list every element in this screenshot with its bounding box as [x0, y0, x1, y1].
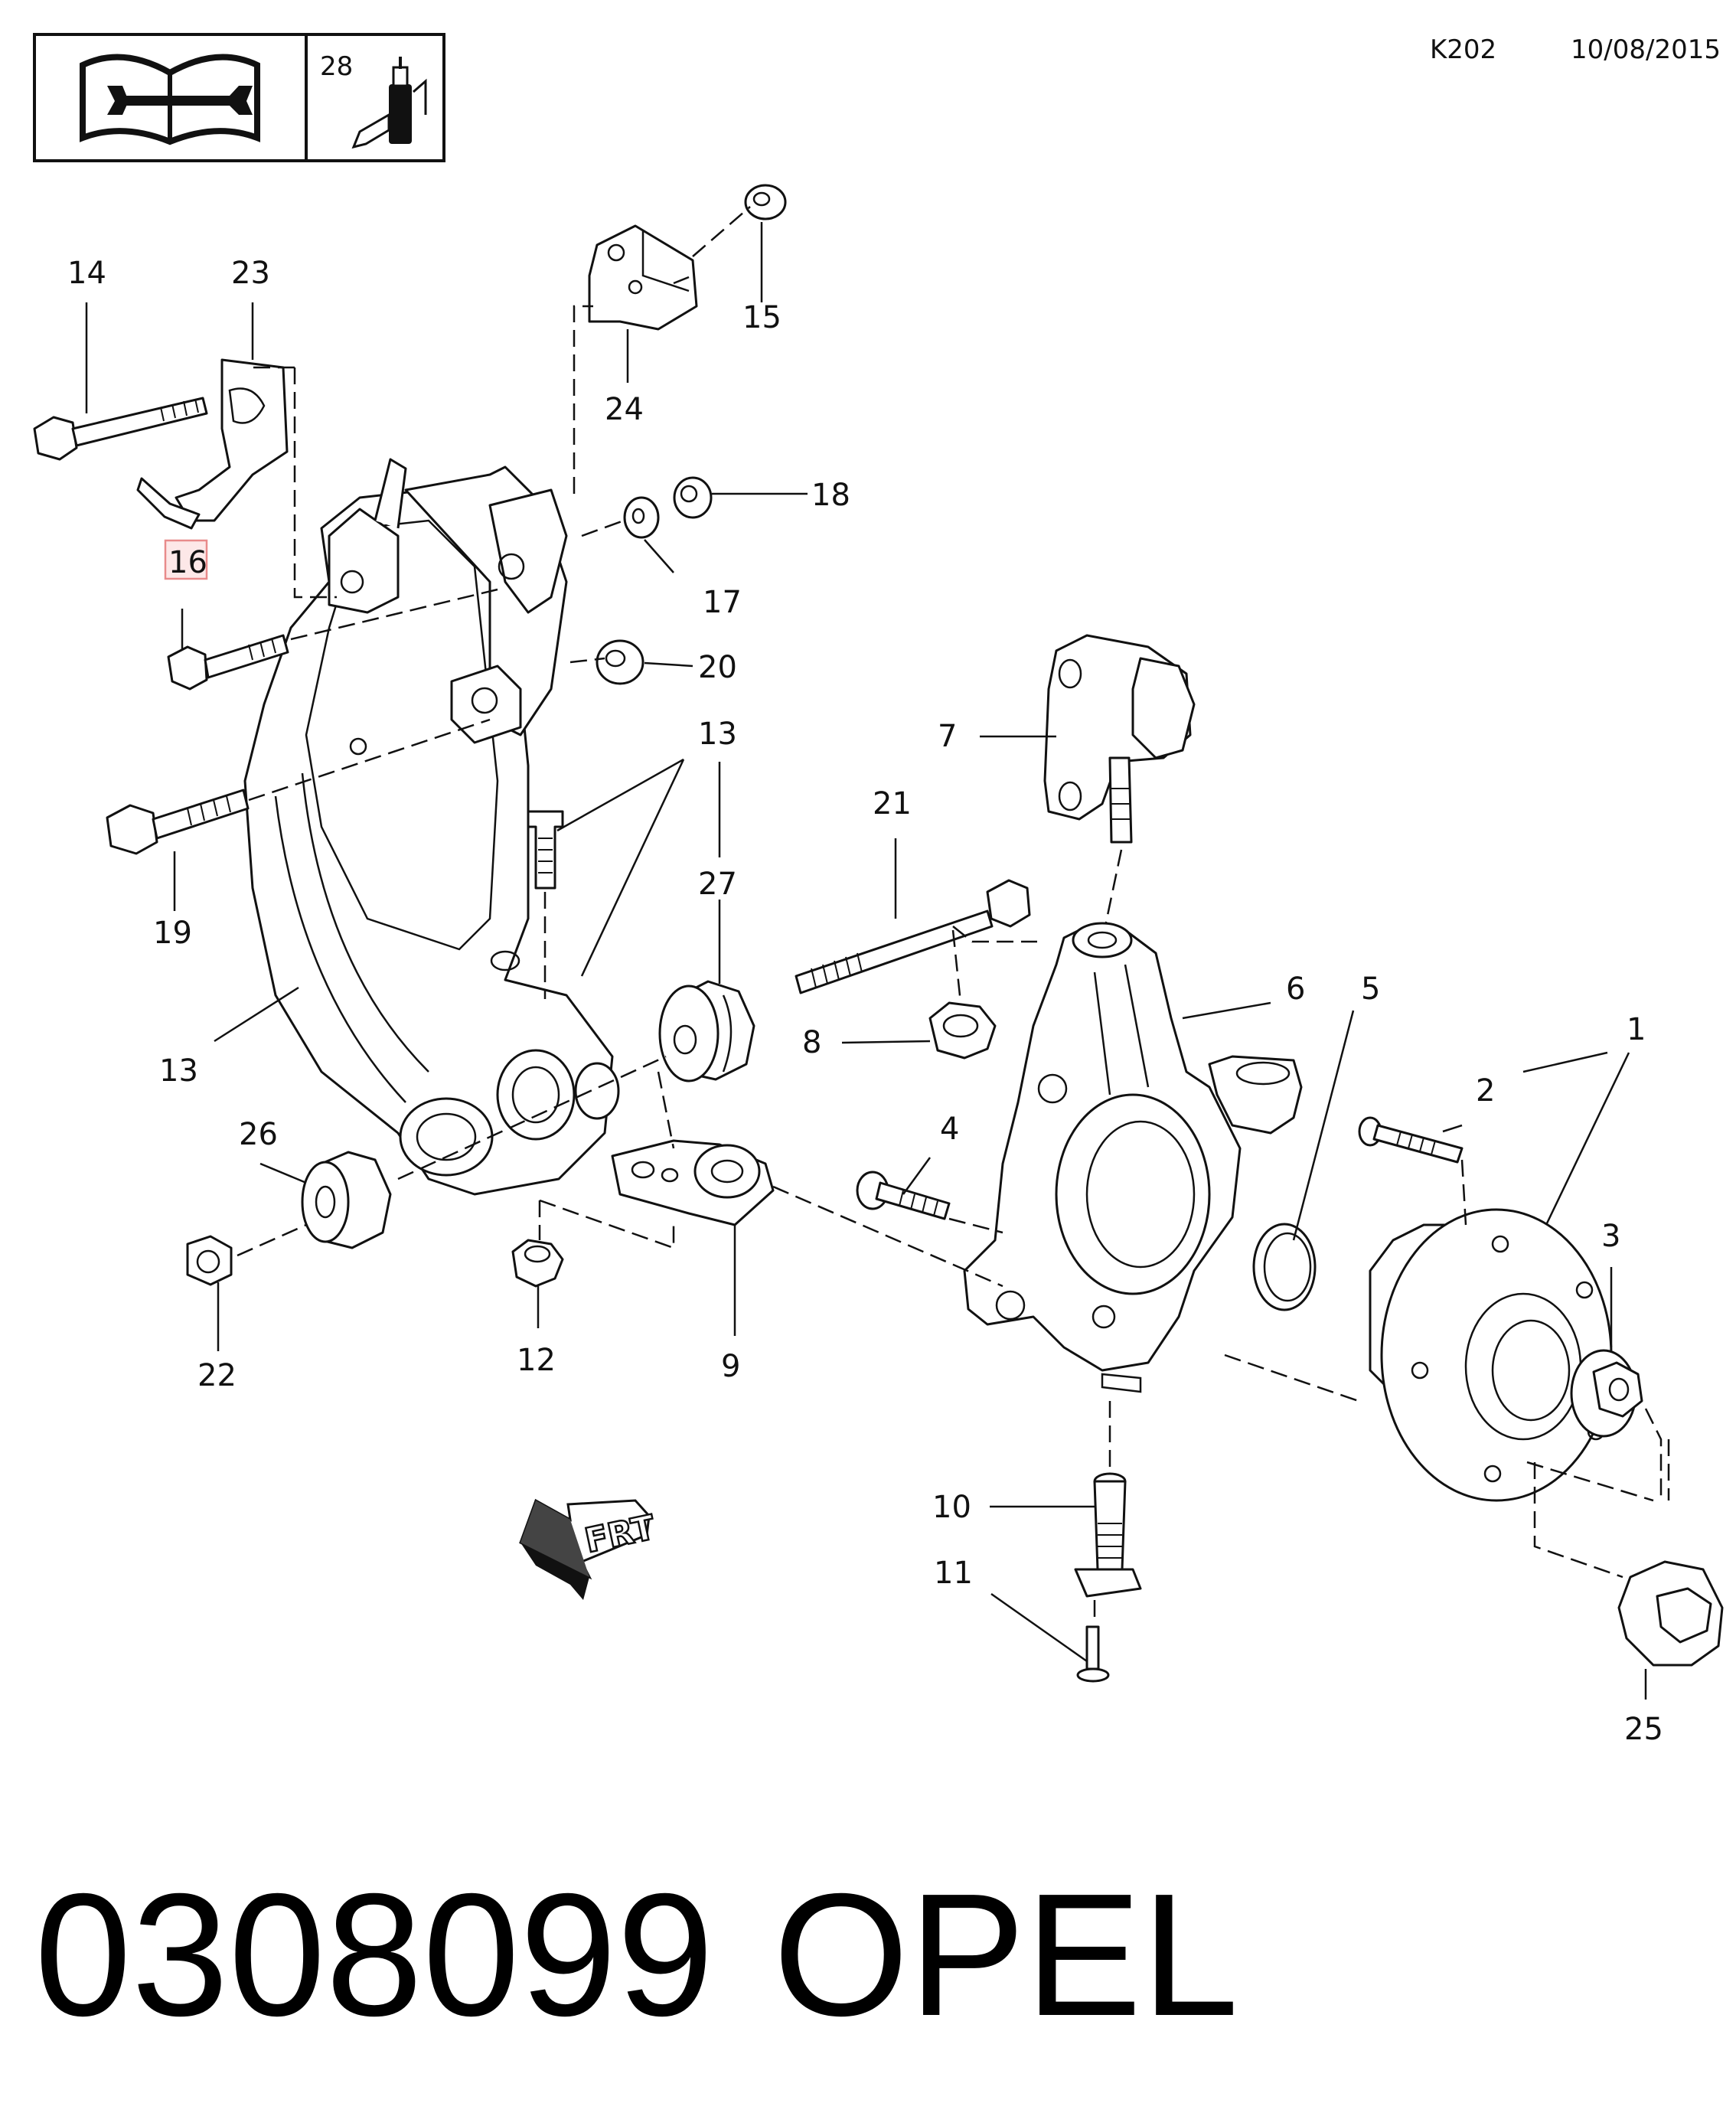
clip-23: [136, 358, 289, 530]
callout-2: 2: [1476, 1073, 1495, 1109]
bolt-19: [106, 789, 250, 855]
callout-11: 11: [934, 1556, 973, 1591]
front-arrow-icon: FRT: [519, 1498, 660, 1600]
brand-name: OPEL: [773, 1858, 1238, 2052]
screw-11: [1076, 1625, 1110, 1683]
callout-27: 27: [698, 867, 737, 902]
callout-17: 17: [703, 585, 742, 620]
steering-knuckle-6: [963, 922, 1303, 1393]
washer-17: [623, 496, 660, 539]
callout-5: 5: [1361, 971, 1380, 1007]
link-bracket-9: [611, 1139, 775, 1226]
callout-20: 20: [698, 650, 737, 685]
ball-joint-7: [1043, 634, 1196, 844]
callout-1: 1: [1627, 1012, 1646, 1047]
callout-6: 6: [1286, 971, 1305, 1007]
legend-number: 28: [320, 51, 353, 82]
bolt-14: [33, 397, 208, 461]
highlight-box-16: [164, 539, 208, 580]
callout-22: 22: [197, 1358, 237, 1393]
callout-21: 21: [873, 786, 912, 821]
callout-3: 3: [1601, 1219, 1620, 1254]
bolt-21: [795, 879, 1031, 994]
callout-13-upper: 13: [698, 717, 737, 752]
leader-lines: [85, 222, 1647, 1700]
callout-7: 7: [938, 719, 957, 754]
wheel-stud-2: [1358, 1116, 1464, 1164]
legend-box: 28: [33, 33, 445, 162]
callout-16: 16: [168, 545, 207, 580]
callout-19: 19: [153, 916, 192, 951]
callout-24: 24: [605, 392, 644, 427]
bolt-16: [167, 634, 289, 691]
callout-23: 23: [231, 256, 270, 291]
bracket-24: [588, 224, 698, 331]
bushing-27: [658, 980, 755, 1082]
stud-13: [527, 810, 564, 890]
nut-18: [673, 476, 713, 519]
manual-wrench-icon: [80, 54, 260, 145]
part-number: 0308099: [34, 1858, 714, 2052]
callout-8: 8: [802, 1025, 821, 1060]
nut-15: [744, 184, 787, 220]
bushing-26: [301, 1151, 392, 1249]
callout-10: 10: [932, 1490, 971, 1525]
axle-nut-3: [1570, 1349, 1643, 1438]
diagram-date: 10/08/2015: [1571, 34, 1721, 65]
callout-14: 14: [67, 256, 106, 291]
callout-13-lower: 13: [159, 1053, 198, 1089]
assembly-lines: [237, 206, 1670, 1623]
callout-labels: 1 2 3 4 5 6 7 8 9 10 11 12 13 13 14 15 1…: [67, 256, 1663, 1747]
flange-nut-8: [928, 1001, 997, 1060]
callout-4: 4: [940, 1112, 959, 1147]
adhesive-bottle-icon: [351, 57, 427, 149]
callout-15: 15: [742, 300, 782, 335]
bolt-4: [856, 1171, 951, 1220]
callout-9: 9: [721, 1349, 740, 1384]
lower-control-arm: [243, 488, 620, 1196]
flange-nut-12: [511, 1239, 564, 1288]
callout-26: 26: [239, 1117, 278, 1152]
nut-20: [596, 639, 644, 685]
wheel-hub-1: [1369, 1208, 1613, 1502]
callout-18: 18: [811, 478, 850, 513]
dust-cap-25: [1617, 1560, 1724, 1667]
callout-25: 25: [1624, 1712, 1663, 1747]
diagram-code: K202: [1430, 34, 1496, 65]
nut-22: [186, 1235, 233, 1286]
snap-ring-5: [1252, 1223, 1317, 1311]
arm-mount-bracket: [328, 458, 568, 744]
pin-10: [1074, 1472, 1142, 1598]
callout-12: 12: [517, 1343, 556, 1378]
